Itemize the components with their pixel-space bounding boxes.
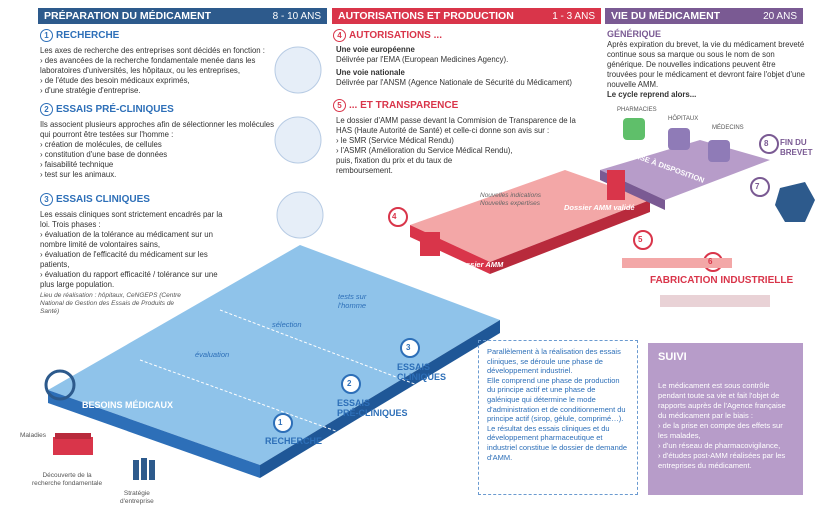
parallele-box: Parallèlement à la réalisation des essai… xyxy=(478,340,638,495)
list-item: constitution d'une base de données xyxy=(40,150,275,160)
header-autorisations: AUTORISATIONS ET PRODUCTION 1 - 3 ANS xyxy=(332,8,601,24)
step-3-number: 3 xyxy=(406,343,411,352)
list-item: de l'étude des besoin médicaux exprimés, xyxy=(40,76,275,86)
step-8-number: 8 xyxy=(764,139,769,148)
suivi-title: SUIVI xyxy=(658,351,687,363)
patient-icon xyxy=(276,191,324,239)
microscope-icon xyxy=(274,46,322,94)
step-5-number: 5 xyxy=(638,235,643,244)
fabrication-label: FABRICATION INDUSTRIELLE xyxy=(650,275,794,286)
suivi-box: SUIVI Le médicament est sous contrôle pe… xyxy=(648,343,803,495)
selection-label: sélection xyxy=(272,320,302,329)
section-autorisations-body: Une voie européenne Délivrée par l'EMA (… xyxy=(336,45,572,87)
list-item: le SMR (Service Médical Rendu) xyxy=(336,136,591,146)
list-item: évaluation de la tolérance au médicament… xyxy=(40,230,225,250)
stethoscope-icon xyxy=(44,369,76,401)
list-item: faisabilité technique xyxy=(40,160,275,170)
step-1-number: 1 xyxy=(278,418,283,427)
section-transparence-body: Le dossier d'AMM passe devant la Commisi… xyxy=(336,116,591,176)
list-item: d'une stratégie d'entreprise. xyxy=(40,86,275,96)
list-item: évaluation du rapport efficacité / tolér… xyxy=(40,270,225,290)
red-platform-side xyxy=(490,200,650,274)
section-precliniques-title: 2 ESSAIS PRÉ-CLINIQUES xyxy=(40,103,174,116)
blue-platform-front xyxy=(48,390,260,478)
evaluation-label: évaluation xyxy=(195,350,230,359)
list-item: d'un réseau de pharmacovigilance, xyxy=(658,441,793,451)
header-duration: 8 - 10 ANS xyxy=(272,10,321,22)
blue-platform-top xyxy=(48,245,500,465)
header-title: VIE DU MÉDICAMENT xyxy=(611,10,721,22)
list-item: l'ASMR (Amélioration du Service Médical … xyxy=(336,146,591,156)
header-preparation: PRÉPARATION DU MÉDICAMENT 8 - 10 ANS xyxy=(38,8,327,24)
hopitaux-label: HÔPITAUX xyxy=(668,116,699,122)
list-item: d'études post-AMM réalisées par les entr… xyxy=(658,451,793,471)
pharmacies-label: PHARMACIES xyxy=(617,107,657,113)
list-item: test sur les animaux. xyxy=(40,170,275,180)
header-title: PRÉPARATION DU MÉDICAMENT xyxy=(44,10,212,22)
list-item: de la prise en compte des effets sur les… xyxy=(658,421,793,441)
step-4-number: 4 xyxy=(392,212,397,221)
dossier-amm-label: Dossier AMM xyxy=(456,260,504,269)
step-1-label: RECHERCHE xyxy=(265,436,323,446)
suivi-body: Le médicament est sous contrôle pendant … xyxy=(658,381,793,471)
dossier-valide-label: Dossier AMM validé xyxy=(564,203,635,212)
blue-platform-side xyxy=(260,320,500,478)
besoins-label: BESOINS MÉDICAUX xyxy=(82,400,174,410)
section-generique-title: GÉNÉRIQUE xyxy=(607,29,662,39)
section-cliniques-body: Les essais cliniques sont strictement en… xyxy=(40,210,225,316)
maladies-label: Maladies xyxy=(20,432,47,439)
section-cliniques-title: 3 ESSAIS CLINIQUES xyxy=(40,193,150,206)
red-platform-top xyxy=(410,170,650,262)
section-recherche-body: Les axes de recherche des entreprises so… xyxy=(40,46,275,96)
medecins-label: MÉDECINS xyxy=(712,125,744,131)
section-transparence-title: 5 ... ET TRANSPARENCE xyxy=(333,99,458,112)
list-item: des avancées de la recherche fondamental… xyxy=(40,56,275,76)
section-generique-body: Après expiration du brevet, la vie du mé… xyxy=(607,40,806,99)
france-map-icon xyxy=(775,182,815,222)
section-autorisations-title: 4 AUTORISATIONS ... xyxy=(333,29,442,42)
header-vie: VIE DU MÉDICAMENT 20 ANS xyxy=(605,8,803,24)
list-item: évaluation de l'efficacité du médicament… xyxy=(40,250,225,270)
header-duration: 20 ANS xyxy=(763,10,797,22)
header-title: AUTORISATIONS ET PRODUCTION xyxy=(338,10,514,22)
cliniques-note: Lieu de réalisation : hôpitaux, CeNGEPS … xyxy=(40,292,181,315)
mouse-icon xyxy=(274,116,322,164)
list-item: création de molécules, de cellules xyxy=(40,140,275,150)
step-2-number: 2 xyxy=(347,379,352,388)
step-6-number: 6 xyxy=(708,257,713,266)
section-recherche-title: 1 RECHERCHE xyxy=(40,29,119,42)
header-duration: 1 - 3 ANS xyxy=(552,10,595,22)
step-7-number: 7 xyxy=(755,182,760,191)
section-precliniques-body: Ils associent plusieurs approches afin d… xyxy=(40,120,275,180)
